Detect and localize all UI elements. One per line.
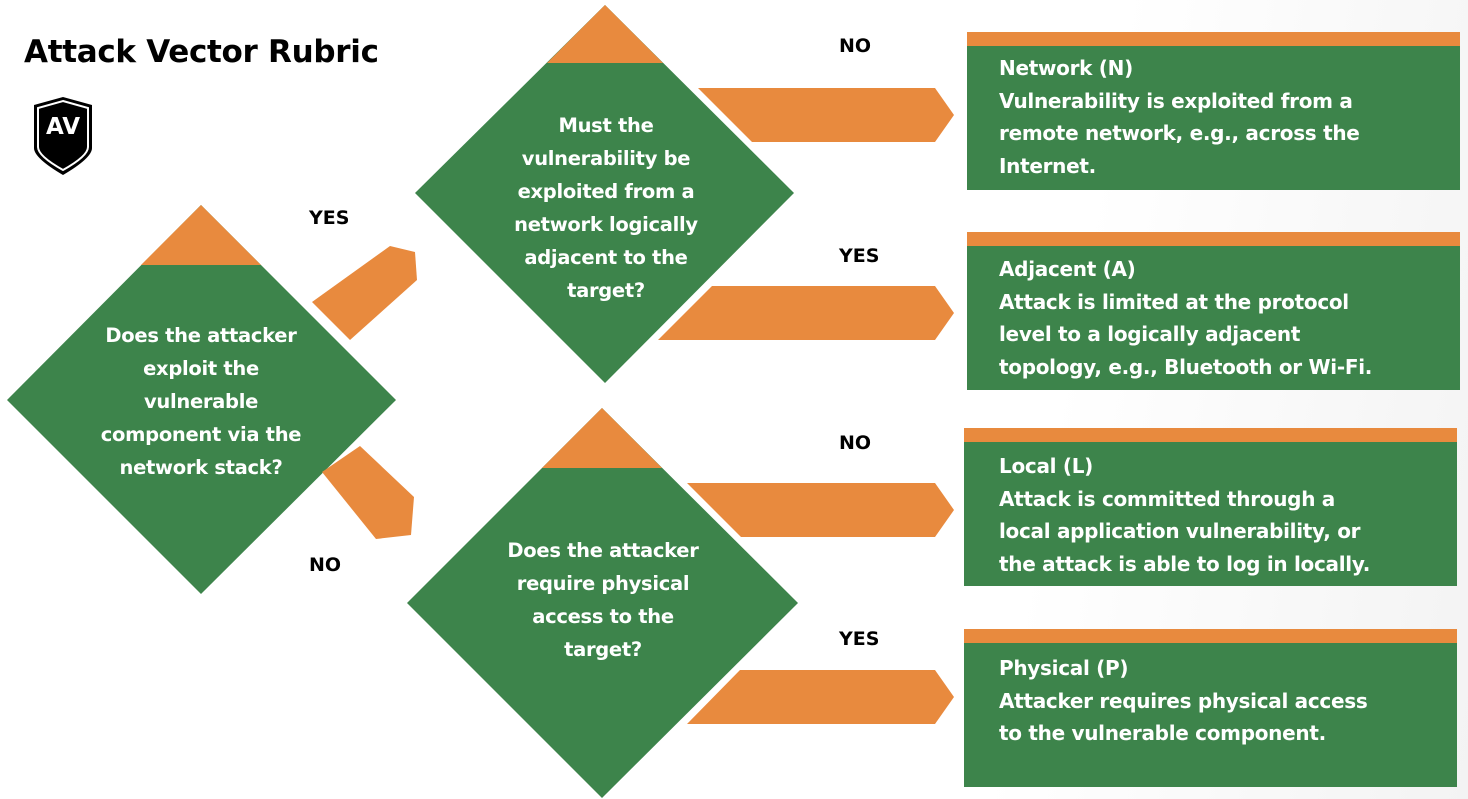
page-title: Attack Vector Rubric: [24, 34, 379, 70]
question-line: access to the: [532, 605, 674, 628]
badge-label: AV: [45, 114, 81, 140]
diamond-body: [407, 408, 798, 798]
result-heading: Physical (P): [999, 656, 1129, 680]
result-adjacent-text: Adjacent (A) Attack is limited at the pr…: [999, 253, 1372, 383]
diamond-body: [415, 5, 794, 383]
result-local-text: Local (L) Attack is committed through a …: [999, 450, 1370, 580]
diamond-body: [7, 205, 396, 594]
result-heading: Local (L): [999, 454, 1093, 478]
question-line: network stack?: [119, 456, 283, 479]
diamond-cap: [547, 5, 663, 63]
question-line: Does the attacker: [507, 539, 699, 562]
edge-label-q2-no: NO: [839, 35, 872, 57]
edge-label-q3-yes: YES: [839, 628, 880, 650]
diamond-cap: [141, 205, 261, 265]
result-line: Attack is committed through a: [999, 486, 1335, 511]
result-heading: Network (N): [999, 56, 1133, 80]
result-line: to the vulnerable component.: [999, 721, 1326, 745]
arrow-q1-no: [322, 446, 414, 539]
result-line: Vulnerability is exploited from a: [999, 88, 1353, 113]
result-network-text: Network (N) Vulnerability is exploited f…: [999, 52, 1360, 182]
question-line: vulnerability be: [521, 147, 691, 170]
arrow-q2-no: [698, 88, 954, 142]
result-physical-text: Physical (P) Attacker requires physical …: [999, 652, 1368, 750]
question-line: exploited from a: [517, 180, 695, 203]
question-line: network logically: [514, 213, 698, 236]
edge-label-q1-no: NO: [309, 554, 342, 576]
decision-node-physical-access: [407, 408, 798, 798]
result-line: remote network, e.g., across the: [999, 121, 1360, 145]
question-line: vulnerable: [143, 390, 259, 413]
decision-node-adjacent-network: [415, 5, 794, 383]
result-box-network: [967, 32, 1460, 190]
question-line: require physical: [516, 572, 690, 595]
question-line: Does the attacker: [105, 324, 297, 347]
result-line: Attack is limited at the protocol: [999, 289, 1349, 314]
result-line: level to a logically adjacent: [999, 322, 1301, 346]
result-line: Attacker requires physical access: [999, 688, 1368, 713]
result-box-adjacent: [967, 232, 1460, 390]
question-line: target?: [564, 638, 642, 661]
result-line: Internet.: [999, 153, 1096, 178]
result-line: local application vulnerability, or: [999, 519, 1361, 543]
result-line: the attack is able to log in locally.: [999, 551, 1371, 576]
question-physical-access: Does the attacker require physical acces…: [462, 534, 744, 666]
edge-label-q1-yes: YES: [309, 207, 350, 229]
arrow-q2-yes: [658, 286, 954, 340]
shield-icon: [34, 97, 92, 175]
result-box-local: [964, 428, 1457, 586]
arrow-q3-no: [687, 483, 954, 537]
question-line: Must the: [558, 114, 654, 137]
question-network-stack: Does the attacker exploit the vulnerable…: [60, 319, 342, 484]
arrow-q3-yes: [687, 670, 954, 724]
question-line: component via the: [100, 423, 302, 446]
decision-node-network-stack: [7, 205, 396, 594]
question-adjacent-network: Must the vulnerability be exploited from…: [465, 109, 747, 307]
question-line: exploit the: [143, 357, 259, 380]
edge-label-q2-yes: YES: [839, 245, 880, 267]
arrow-q1-yes: [312, 246, 417, 340]
question-line: adjacent to the: [524, 246, 688, 269]
result-box-physical: [964, 629, 1457, 787]
result-heading: Adjacent (A): [999, 257, 1136, 281]
diamond-cap: [542, 408, 662, 468]
edge-label-q3-no: NO: [839, 432, 872, 454]
question-line: target?: [567, 279, 645, 302]
result-line: topology, e.g., Bluetooth or Wi-Fi.: [999, 354, 1373, 379]
